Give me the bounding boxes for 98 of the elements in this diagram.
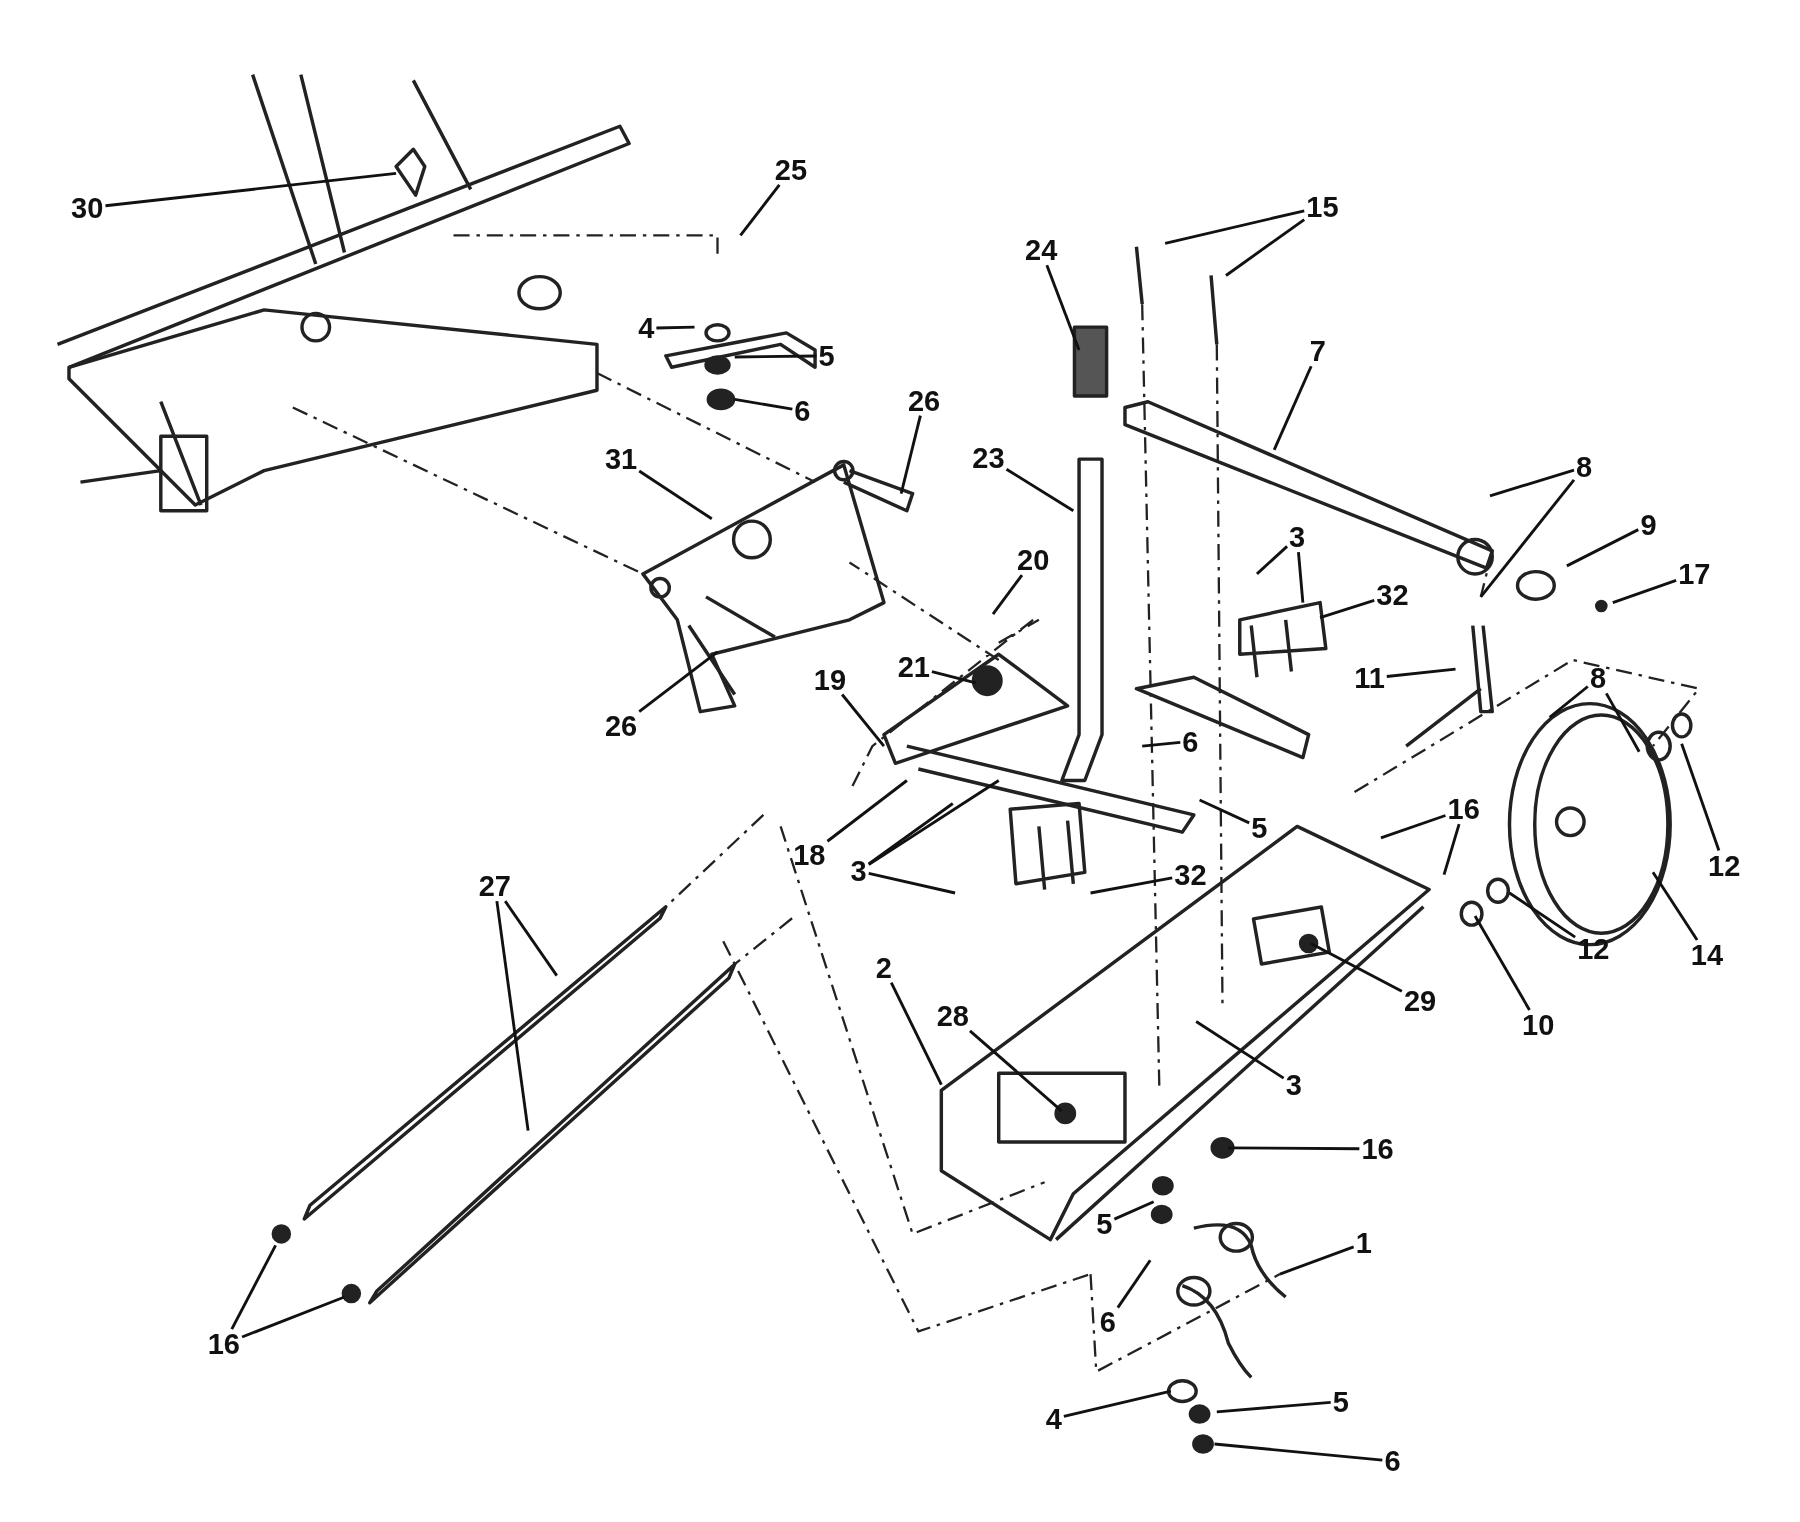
callout-number: 6 [1382, 1446, 1403, 1477]
callout-number: 5 [1249, 812, 1270, 843]
leader-line [826, 779, 908, 843]
callout-number: 5 [1094, 1208, 1115, 1239]
leader-line [504, 900, 558, 977]
leader-line [1090, 876, 1173, 895]
leader-line [1508, 891, 1576, 939]
callout-number: 3 [1287, 522, 1308, 553]
callout-number: 6 [792, 395, 813, 426]
leader-line [868, 872, 956, 895]
callout-number: 12 [1706, 850, 1743, 881]
leader-line [1214, 1442, 1383, 1462]
leader-line [1216, 1400, 1331, 1414]
leader-line [638, 469, 713, 520]
leader-line [1651, 871, 1699, 941]
leader-line [1612, 578, 1677, 604]
leader-line [1279, 1245, 1355, 1276]
leader-line [1005, 468, 1075, 512]
callout-number: 18 [791, 840, 828, 871]
callout-number: 25 [772, 154, 810, 185]
callout-number: 16 [205, 1329, 242, 1360]
leader-line [1225, 218, 1306, 277]
leader-line [638, 650, 719, 713]
callout-number: 6 [1180, 726, 1201, 757]
leader-line [899, 415, 922, 494]
leader-line [1297, 552, 1305, 603]
callout-number: 21 [895, 651, 932, 682]
leader-line [495, 900, 530, 1131]
callout-number: 4 [636, 313, 657, 344]
leader-line [1116, 1259, 1152, 1309]
leader-line [1479, 478, 1576, 598]
callout-number: 24 [1023, 235, 1060, 266]
callout-number: 15 [1304, 191, 1341, 222]
leader-line [1386, 667, 1456, 678]
leader-line [1566, 528, 1639, 568]
leader-line [1272, 365, 1313, 451]
leader-line [1680, 743, 1721, 851]
callout-number: 14 [1688, 940, 1726, 971]
leader-line [969, 1029, 1063, 1113]
leader-line [1228, 1146, 1360, 1151]
leader-line [1256, 545, 1289, 575]
callout-number: 31 [602, 444, 640, 475]
leader-line [1310, 942, 1403, 993]
leader-line [1319, 598, 1375, 619]
leader-line [734, 354, 817, 359]
leader-line [656, 325, 695, 330]
leader-line [1489, 468, 1575, 498]
leader-line [1442, 823, 1461, 876]
leader-line [1473, 915, 1531, 1011]
callout-number: 5 [1330, 1386, 1351, 1417]
callout-number: 19 [811, 664, 849, 695]
leader-line [1380, 814, 1446, 840]
callout-number: 3 [848, 856, 869, 887]
leader-line [241, 1295, 345, 1339]
callout-number: 16 [1359, 1134, 1396, 1165]
callout-number: 10 [1520, 1010, 1557, 1041]
callout-number: 32 [1374, 579, 1411, 610]
callout-number: 20 [1015, 545, 1052, 576]
callout-number: 8 [1574, 452, 1595, 483]
callout-number: 2 [873, 952, 894, 983]
callout-number: 9 [1638, 509, 1659, 540]
callout-number: 6 [1097, 1307, 1118, 1338]
callout-number: 7 [1307, 336, 1328, 367]
leader-line [890, 981, 943, 1086]
callout-number: 29 [1401, 986, 1439, 1016]
callout-number: 26 [905, 385, 943, 416]
leader-line [1199, 798, 1250, 825]
callout-number: 26 [602, 710, 640, 741]
callout-number: 8 [1587, 663, 1608, 694]
callout-number: 5 [816, 340, 837, 371]
leader-line [1605, 692, 1641, 753]
callout-number: 4 [1043, 1403, 1064, 1434]
leader-line [1113, 1200, 1155, 1221]
callout-number: 27 [476, 871, 513, 902]
callout-number: 30 [69, 192, 106, 223]
leader-line [1195, 1020, 1285, 1080]
leader-line [1063, 1389, 1172, 1418]
callout-number: 1 [1353, 1228, 1374, 1259]
callout-number: 23 [970, 443, 1007, 474]
leader-line [841, 693, 886, 747]
leader-line [931, 670, 977, 685]
callout-number: 17 [1676, 558, 1713, 589]
leader-line [1045, 264, 1081, 351]
callout-number: 16 [1445, 794, 1482, 825]
leader-line [867, 802, 954, 866]
callout-number: 28 [934, 1000, 971, 1031]
leader-line [1142, 741, 1181, 748]
leader-line [734, 398, 793, 411]
callout-number: 11 [1352, 663, 1387, 694]
leader-line [1548, 685, 1589, 719]
leader-line [867, 779, 1000, 866]
callout-number: 3 [1283, 1069, 1304, 1100]
leader-line [1164, 209, 1305, 245]
leader-line [991, 574, 1024, 615]
leader-line [230, 1244, 277, 1330]
leader-line [105, 171, 397, 208]
callout-number: 32 [1172, 859, 1209, 890]
leader-line [739, 184, 781, 237]
